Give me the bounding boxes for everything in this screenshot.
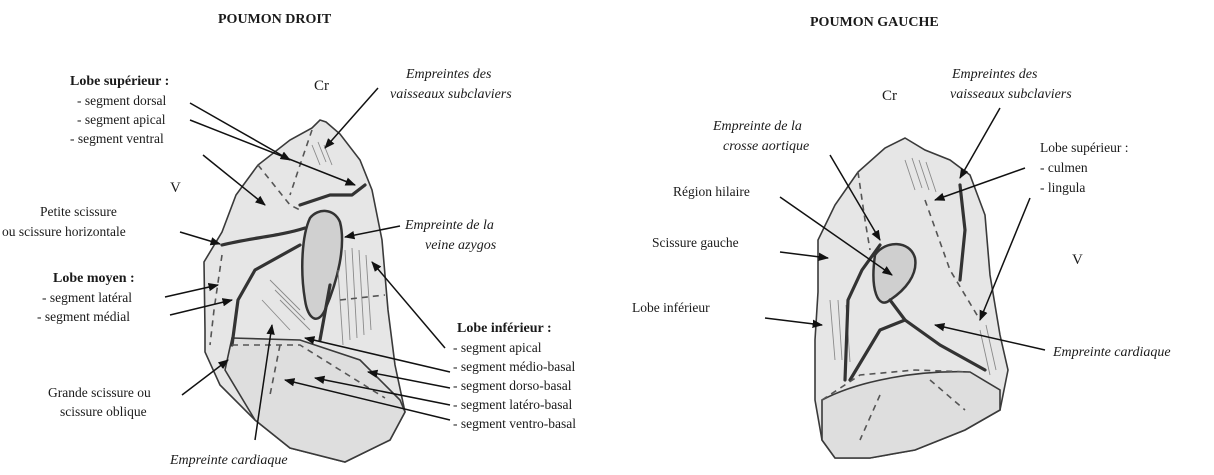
right-lower-lobe-item: - segment dorso-basal xyxy=(453,378,572,393)
left-cranial-marker: Cr xyxy=(882,88,897,104)
aortic-arch-label: Empreinte de la xyxy=(712,119,802,134)
left-lower-lobe-label: Lobe inférieur xyxy=(632,300,710,315)
azygos-label: Empreinte de la xyxy=(404,218,494,233)
left-upper-lobe-item: - culmen xyxy=(1040,160,1088,175)
left-cardiac-label: Empreinte cardiaque xyxy=(1052,345,1171,360)
azygos-label: veine azygos xyxy=(425,238,497,253)
left-lung-title: POUMON GAUCHE xyxy=(810,15,939,30)
left-lung-drawing xyxy=(815,138,1008,458)
left-subclavian-label: Empreintes des xyxy=(951,67,1038,82)
right-upper-lobe-title: Lobe supérieur : xyxy=(70,74,169,89)
right-lower-lobe-item: - segment latéro-basal xyxy=(453,397,572,412)
right-lung-title: POUMON DROIT xyxy=(218,12,332,27)
left-fissure-label: Scissure gauche xyxy=(652,235,739,250)
left-upper-lobe-item: - lingula xyxy=(1040,180,1085,195)
left-ventral-marker: V xyxy=(1072,252,1083,268)
major-fissure-label: Grande scissure ou xyxy=(48,385,151,400)
right-cardiac-label: Empreinte cardiaque xyxy=(169,453,288,468)
right-lower-lobe-item: - segment médio-basal xyxy=(453,359,575,374)
middle-lobe-item: - segment latéral xyxy=(42,290,132,305)
minor-fissure-label: Petite scissure xyxy=(40,204,117,219)
right-upper-lobe-item: - segment ventral xyxy=(70,131,164,146)
right-lower-lobe-title: Lobe inférieur : xyxy=(457,321,552,336)
left-subclavian-label: vaisseaux subclaviers xyxy=(950,87,1072,102)
right-ventral-marker: V xyxy=(170,180,181,196)
right-lower-lobe-item: - segment ventro-basal xyxy=(453,416,576,431)
middle-lobe-title: Lobe moyen : xyxy=(53,271,135,286)
middle-lobe-item: - segment médial xyxy=(37,309,130,324)
aortic-arch-label: crosse aortique xyxy=(723,139,809,154)
right-upper-lobe-item: - segment apical xyxy=(77,112,166,127)
minor-fissure-label: ou scissure horizontale xyxy=(2,224,126,239)
right-subclavian-label: vaisseaux subclaviers xyxy=(390,87,512,102)
right-upper-lobe-item: - segment dorsal xyxy=(77,93,166,108)
hilar-region-label: Région hilaire xyxy=(673,184,750,199)
right-lung-drawing xyxy=(204,120,405,462)
right-cranial-marker: Cr xyxy=(314,78,329,94)
right-subclavian-label: Empreintes des xyxy=(405,67,492,82)
right-lower-lobe-item: - segment apical xyxy=(453,340,542,355)
major-fissure-label: scissure oblique xyxy=(60,404,147,419)
left-upper-lobe-title: Lobe supérieur : xyxy=(1040,140,1128,155)
